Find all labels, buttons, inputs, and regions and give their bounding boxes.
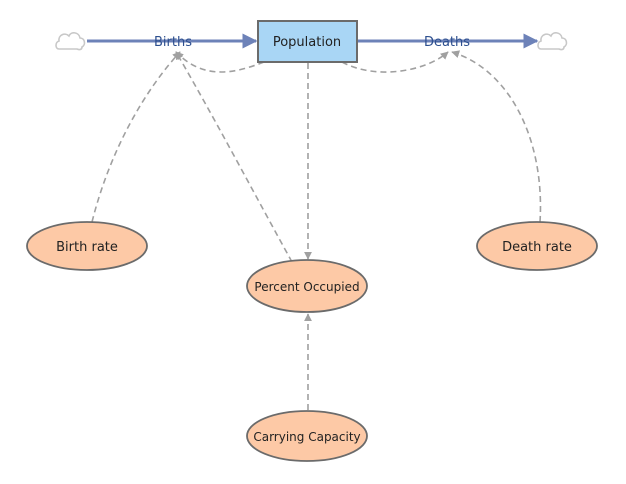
births-label: Births [154,35,192,50]
carrying-capacity-variable[interactable]: Carrying Capacity [246,410,368,462]
source-cloud-icon [55,32,86,51]
carrying-capacity-label: Carrying Capacity [253,430,360,444]
link-percent-occupied-to-births[interactable] [175,51,293,263]
sink-cloud-icon [537,32,568,51]
population-stock[interactable]: Population [257,20,358,63]
link-population-to-births[interactable] [175,51,265,73]
link-population-to-deaths[interactable] [341,51,449,73]
births-flow[interactable]: Births [154,35,192,50]
birth-rate-variable[interactable]: Birth rate [26,221,148,271]
percent-occupied-variable[interactable]: Percent Occupied [246,259,368,313]
birth-rate-label: Birth rate [56,240,118,255]
link-death-rate-to-deaths[interactable] [451,50,542,223]
percent-occupied-label: Percent Occupied [254,280,359,294]
link-birth-rate-to-births[interactable] [91,51,181,223]
population-label: Population [273,35,341,50]
deaths-flow[interactable]: Deaths [424,35,470,50]
deaths-label: Deaths [424,35,470,50]
death-rate-variable[interactable]: Death rate [476,221,598,271]
death-rate-label: Death rate [502,240,572,255]
